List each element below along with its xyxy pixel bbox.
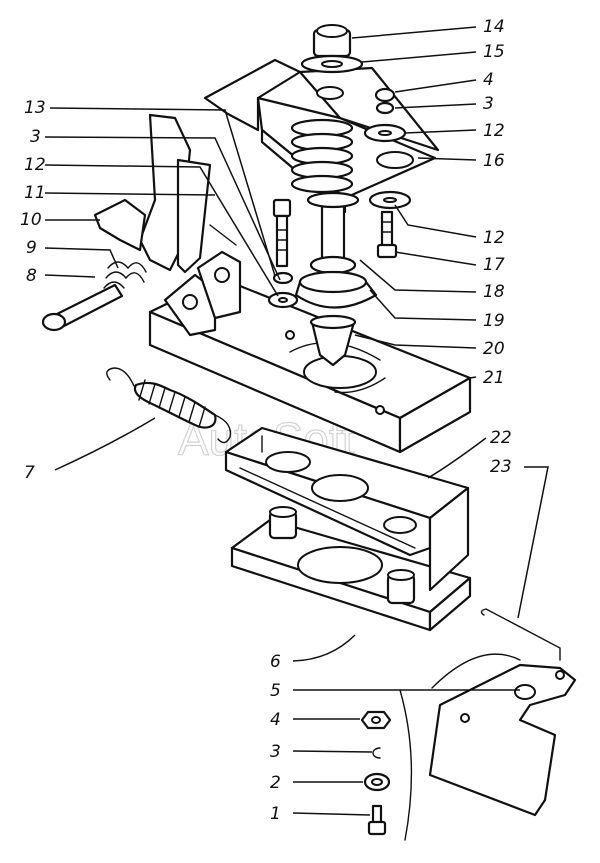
part-base-plate: [230, 506, 472, 632]
callout-21: 21: [483, 368, 505, 388]
part-left-levers: [93, 113, 237, 274]
callout-3-lower: 3: [270, 742, 281, 762]
part-pin: [41, 283, 124, 332]
part-wire-rod: [480, 608, 561, 661]
callout-13: 13: [24, 98, 46, 118]
part-top-nut: [300, 24, 364, 74]
callout-19: 19: [483, 311, 505, 331]
callout-16: 16: [483, 151, 505, 171]
callout-14: 14: [483, 17, 505, 37]
part-bolts: [272, 198, 398, 268]
callout-6: 6: [270, 652, 281, 672]
part-central-shaft: [294, 191, 378, 367]
callout-12-left: 12: [24, 155, 46, 175]
callout-12-right: 12: [483, 228, 505, 248]
callout-4-upper: 4: [483, 70, 494, 90]
part-upper-spring: [290, 118, 354, 194]
callout-1: 1: [270, 804, 281, 824]
part-tension-spring: [106, 367, 232, 444]
callout-22: 22: [490, 428, 512, 448]
part-small-spring: [103, 261, 147, 289]
callout-18: 18: [483, 282, 505, 302]
callout-12-upper: 12: [483, 121, 505, 141]
part-frame-channel: [148, 250, 472, 454]
callout-labels: 14 15 4 3 12 16 13 3 12 11 10 9 8 12 17 …: [20, 17, 512, 824]
callout-3-upper: 3: [483, 94, 494, 114]
callout-4-lower: 4: [270, 710, 281, 730]
callout-9: 9: [26, 238, 37, 258]
part-lever-bracket: [224, 426, 470, 592]
callout-17: 17: [483, 255, 505, 275]
part-lower-bracket: [399, 653, 577, 841]
callout-8: 8: [26, 266, 37, 286]
callout-23: 23: [490, 457, 512, 477]
callout-7: 7: [24, 463, 35, 483]
callout-3-left: 3: [30, 127, 41, 147]
callout-20: 20: [483, 339, 505, 359]
callout-11: 11: [24, 183, 46, 203]
callout-10: 10: [20, 210, 42, 230]
callout-5: 5: [270, 681, 281, 701]
callout-2: 2: [270, 773, 281, 793]
callout-15: 15: [483, 42, 505, 62]
leader-lines: [44, 26, 549, 816]
part-small-hardware: [360, 710, 392, 836]
